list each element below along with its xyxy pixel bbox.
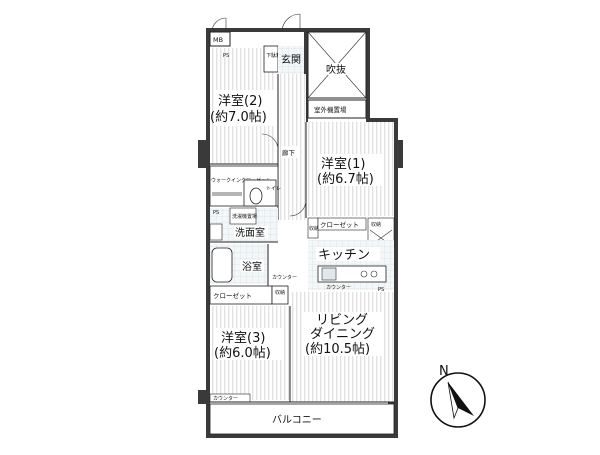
- mb-box: MB: [209, 17, 231, 47]
- ps-label-top: PS: [223, 53, 229, 59]
- compass-north-label: N: [439, 364, 449, 379]
- western-room-3-name: 洋室(3): [221, 330, 265, 346]
- western-room-1: 洋室(1) (約6.7帖): [289, 122, 394, 218]
- kitchen: キッチン カウンター PS: [308, 240, 394, 293]
- bathroom: 浴室: [210, 244, 269, 286]
- living-label-line1: リビング: [316, 313, 368, 328]
- void-area: 吹抜: [307, 31, 367, 99]
- ps-label-kitchen: PS: [378, 287, 384, 293]
- storage-label-kitchen: 収納: [309, 225, 319, 232]
- laundry-label: 洗濯機置場: [232, 213, 257, 220]
- living-label-line3: (約10.5帖): [305, 342, 370, 357]
- washroom-label: 洗面室: [235, 226, 265, 239]
- entrance-area: 下駄箱 玄関: [263, 13, 304, 74]
- void-label: 吹抜: [326, 63, 346, 76]
- western-room-3-size: (約6.0帖): [214, 346, 271, 361]
- north-arrow-icon: [447, 381, 474, 420]
- western-room-1-name: 洋室(1): [321, 156, 365, 172]
- ps-label-mid: PS: [213, 210, 219, 216]
- counter-label-bottom: カウンター: [213, 395, 238, 402]
- western-room-1-size: (約6.7帖): [317, 172, 374, 187]
- western-room-2-size: (約7.0帖): [210, 110, 267, 125]
- walk-in-closet-label: ウォークインクローゼット: [211, 177, 271, 184]
- hallway: 廊下: [261, 74, 306, 220]
- utility-block: ウォークインクローゼット トイレ 洗濯機置場 PS 洗面室: [209, 165, 281, 243]
- entrance-label: 玄関: [281, 53, 301, 66]
- closet-label-kitchen: クローゼット: [320, 220, 359, 229]
- closet-label-left: クローゼット: [213, 291, 252, 300]
- counter-label-mid: カウンター: [272, 274, 297, 281]
- closet-row: クローゼット 収納 カウンター: [209, 274, 297, 305]
- western-room-3: 洋室(3) (約6.0帖) カウンター: [209, 306, 291, 403]
- ac-space: 室外機置場: [307, 99, 367, 119]
- kitchen-label: キッチン: [318, 248, 370, 263]
- shoe-box-label: 下駄箱: [266, 52, 281, 59]
- storage-label-left: 収納: [275, 289, 285, 296]
- balcony-label: バルコニー: [272, 414, 322, 426]
- counter-label-kitchen: カウンター: [326, 284, 351, 291]
- storage-label-right: 収納: [371, 221, 381, 228]
- ac-space-label: 室外機置場: [314, 105, 347, 114]
- compass-ring: [430, 372, 486, 428]
- compass: N: [430, 364, 486, 428]
- living-dining: リビング ダイニング (約10.5帖): [210, 292, 394, 403]
- mb-label: MB: [213, 36, 223, 44]
- toilet-label: トイレ: [266, 186, 281, 192]
- hallway-label: 廊下: [282, 148, 296, 157]
- western-room-2-name: 洋室(2): [218, 93, 262, 109]
- living-label-line2: ダイニング: [310, 327, 375, 342]
- bathroom-label: 浴室: [242, 260, 262, 273]
- balcony: バルコニー: [209, 403, 395, 435]
